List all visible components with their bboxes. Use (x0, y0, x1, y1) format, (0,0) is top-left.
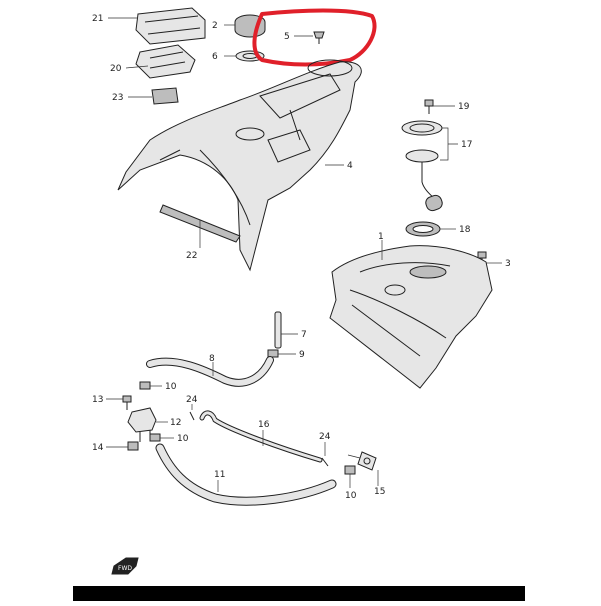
callout-22: 22 (186, 251, 197, 261)
part-10-clamp-upper (139, 381, 162, 390)
callout-4: 4 (347, 161, 353, 171)
part-7-tube (274, 311, 298, 349)
callout-2: 2 (212, 21, 218, 31)
part-20-pad (125, 44, 196, 79)
callout-labels: 21 2 5 6 20 23 19 17 4 18 22 1 3 7 8 9 1… (92, 14, 511, 501)
part-17-fuel-pump (401, 120, 458, 212)
callout-20: 20 (110, 64, 122, 74)
callout-23: 23 (112, 93, 123, 103)
part-10-clamp-lower (344, 465, 356, 488)
callout-12: 12 (170, 418, 181, 428)
front-indicator-label: FWD (118, 565, 132, 572)
callout-7: 7 (301, 330, 307, 340)
part-23-block (128, 87, 179, 105)
bottom-bar (73, 586, 525, 601)
callout-3: 3 (505, 259, 511, 269)
part-13-screw (106, 395, 132, 410)
callout-15: 15 (374, 487, 385, 497)
callout-11: 11 (214, 470, 225, 480)
part-24-clip-right (321, 442, 329, 467)
part-5-screw (294, 31, 325, 44)
part-16-tube (199, 410, 323, 463)
callout-13: 13 (92, 395, 103, 405)
part-9-clamp (267, 349, 296, 358)
callout-18: 18 (459, 225, 471, 235)
part-14-clamp (106, 441, 139, 451)
callout-10-lower: 10 (345, 491, 357, 501)
highlight-marker (252, 8, 377, 67)
part-18-ring (405, 221, 456, 237)
callout-6: 6 (212, 52, 218, 62)
callout-9: 9 (299, 350, 305, 360)
part-21-cover (108, 7, 206, 45)
callout-19: 19 (458, 102, 470, 112)
part-22-strip (159, 204, 241, 248)
callout-5: 5 (284, 32, 290, 42)
callout-16: 16 (258, 420, 270, 430)
part-1-fuel-tank (329, 240, 493, 389)
front-arrow-icon: FWD (111, 557, 139, 575)
callout-10-middle: 10 (177, 434, 189, 444)
part-15-bracket (347, 451, 379, 486)
callout-24-left: 24 (186, 395, 198, 405)
callout-21: 21 (92, 14, 103, 24)
part-4-seat-pan (117, 59, 362, 272)
callout-1: 1 (378, 232, 384, 242)
callout-24-right: 24 (319, 432, 331, 442)
callout-10-upper: 10 (165, 382, 177, 392)
part-11-hose (155, 443, 337, 506)
part-8-hose (146, 356, 274, 387)
callout-17: 17 (461, 140, 472, 150)
callout-14: 14 (92, 443, 104, 453)
part-24-clip-left (189, 404, 195, 421)
part-19-bolt (424, 99, 455, 114)
part-10-clamp-middle (149, 433, 174, 442)
part-12-valve (127, 407, 168, 442)
callout-8: 8 (209, 354, 215, 364)
